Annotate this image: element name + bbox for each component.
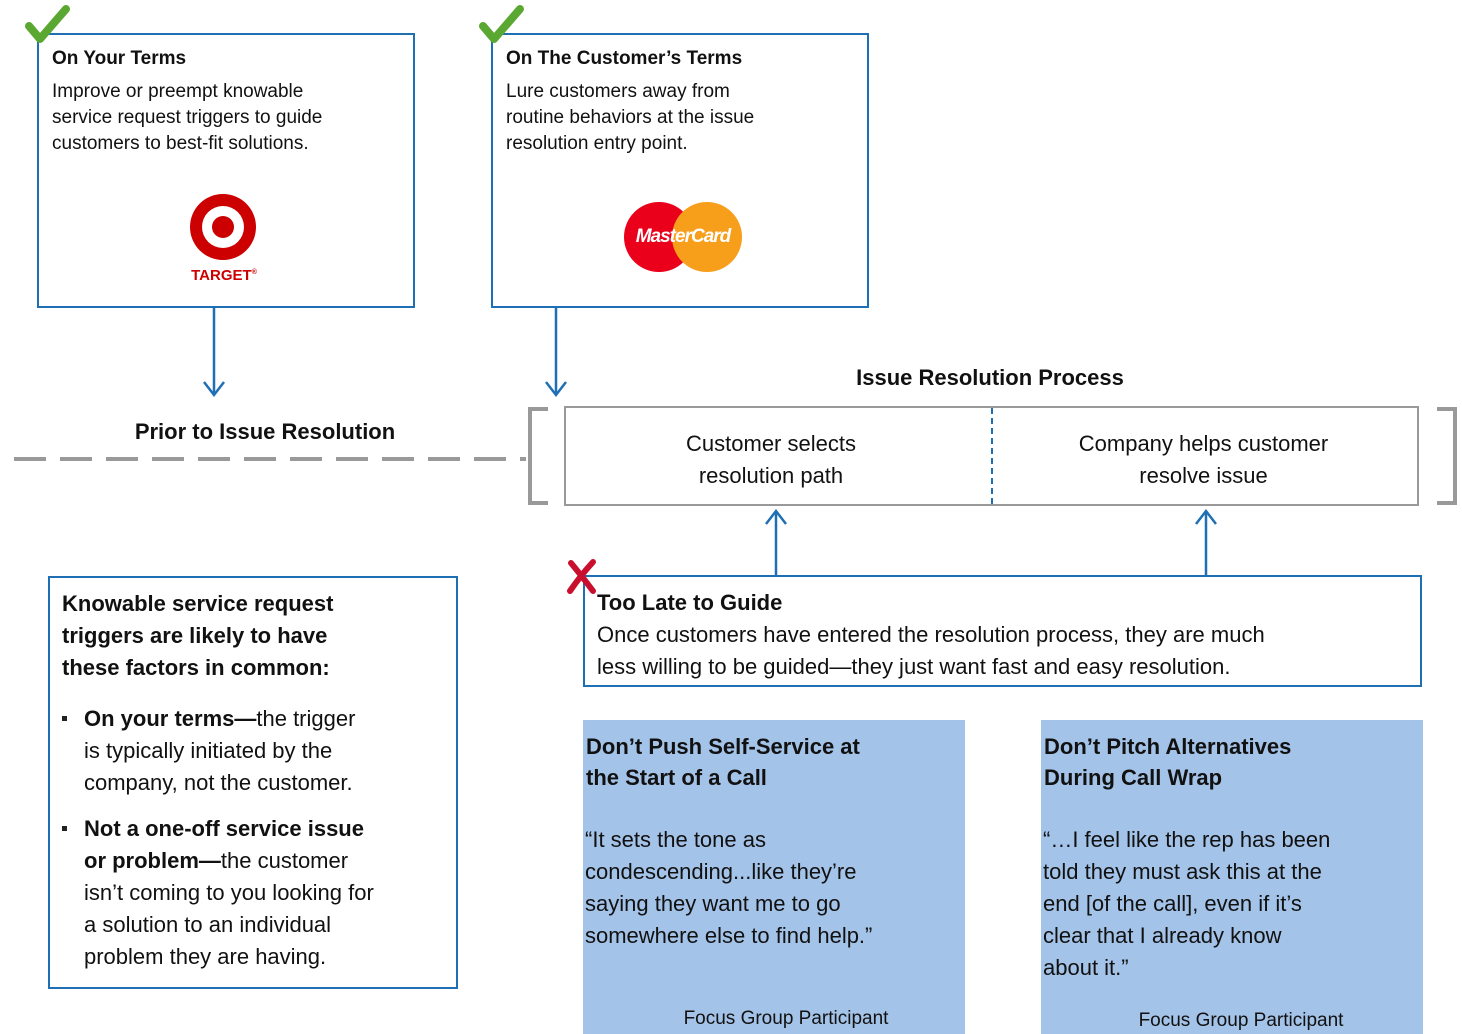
target-registered-mark: ® [251,269,257,276]
quote-left-title: Don’t Push Self-Service at the Start of … [586,734,860,790]
quote-box-self-service: Don’t Push Self-Service at the Start of … [583,720,965,1034]
mastercard-wordmark: MasterCard [635,226,732,247]
factor-item-2-text: Not a one-off service issue or problem—t… [84,816,374,969]
customers-terms-box: On The Customer’s Terms Lure customers a… [491,33,869,308]
arrowhead-right [545,381,567,398]
check-icon-left [25,5,70,43]
customers-terms-body: Lure customers away from routine behavio… [506,81,755,154]
factor-item-2: Not a one-off service issue or problem—t… [62,813,442,973]
factor-item-1-text: On your terms—the trigger is typically i… [84,706,355,795]
step-company-helps: Company helps customer resolve issue [1078,431,1329,488]
too-late-body: Once customers have entered the resoluti… [597,622,1265,679]
mastercard-logo: MasterCard [623,201,743,273]
factor-item-2-body: the customer isn’t coming to you looking… [84,848,374,969]
target-wordmark: TARGET® [189,265,259,284]
target-wordmark-text: TARGET [191,267,252,284]
target-bullseye-icon [190,194,256,260]
process-box: Customer selects resolution path Company… [564,406,1419,506]
on-your-terms-body: Improve or preempt knowable service requ… [52,81,323,154]
quote-right-title: Don’t Pitch Alternatives During Call Wra… [1044,734,1292,790]
on-your-terms-box: On Your Terms Improve or preempt knowabl… [37,33,415,308]
customers-terms-title: On The Customer’s Terms [506,48,743,69]
step-customer-selects: Customer selects resolution path [686,431,856,488]
factors-heading: Knowable service request triggers are li… [62,591,334,680]
quote-left-text: “It sets the tone as condescending...lik… [585,827,873,948]
too-late-box: Too Late to Guide Once customers have en… [583,575,1422,687]
process-title: Issue Resolution Process [856,365,1124,390]
quote-box-call-wrap: Don’t Pitch Alternatives During Call Wra… [1041,720,1423,1034]
prior-to-resolution-label: Prior to Issue Resolution [134,419,396,444]
quote-right-text: “…I feel like the rep has been told they… [1043,827,1331,980]
arrowhead-left [203,381,225,398]
right-bracket [1437,407,1457,505]
bullet-square-icon [62,716,67,721]
process-divider [991,408,993,504]
check-icon-right [479,5,524,43]
mastercard-circles-icon [624,202,742,272]
factor-item-1-body: the trigger is typically initiated by th… [84,706,356,795]
factors-box: Knowable service request triggers are li… [48,576,458,989]
arrowhead-up-1 [765,508,787,525]
bullet-square-icon [62,826,67,831]
quote-right-attribution: Focus Group Participant [1138,1010,1344,1031]
target-logo: TARGET® [183,193,273,284]
factor-item-1-bold: On your terms— [84,706,257,731]
too-late-title: Too Late to Guide [597,590,783,615]
factor-item-1: On your terms—the trigger is typically i… [62,703,442,799]
left-bracket [528,407,548,505]
arrowhead-up-2 [1195,508,1217,525]
factors-list: On your terms—the trigger is typically i… [62,703,442,973]
quote-left-attribution: Focus Group Participant [683,1008,889,1029]
factor-item-2-bold: Not a one-off service issue or problem— [84,816,364,873]
on-your-terms-title: On Your Terms [52,48,187,69]
cross-icon [567,559,596,594]
